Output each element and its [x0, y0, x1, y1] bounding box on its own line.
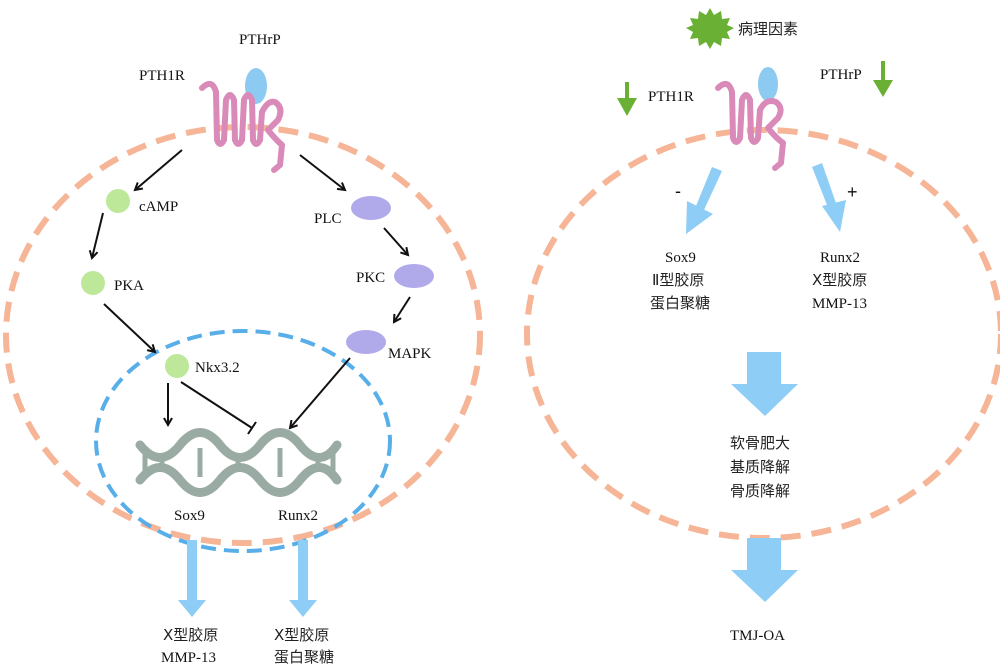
sox9-branch-sign: - [675, 181, 681, 201]
runx2-gene-label: Runx2 [278, 508, 318, 524]
camp-node [106, 189, 130, 213]
output-arrow-sox9 [178, 540, 206, 617]
pthrp-down-arrow-icon [873, 61, 893, 97]
outcome-arrow [731, 538, 798, 602]
branch-arrow-runx2 [812, 163, 846, 232]
pth1r-receptor-left [199, 80, 285, 173]
right-panel: 病理因素 PTH1R PTHrP - + Sox9 Ⅱ型胶原 蛋白聚糖 Runx… [524, 8, 1000, 644]
sox9-output-line-1: X型胶原 [163, 626, 218, 644]
branch-arrow-sox9 [686, 167, 722, 234]
pathogenic-factor-icon [686, 8, 734, 49]
plc-node [351, 196, 391, 220]
outcome-label: TMJ-OA [730, 628, 785, 644]
arrow-pkc-to-mapk [394, 296, 411, 322]
arrow-plc-to-pkc [383, 227, 408, 255]
runx2-branch-line-1: Runx2 [820, 250, 860, 266]
pkc-label: PKC [356, 270, 385, 286]
plc-label: PLC [314, 211, 342, 227]
inhibit-nkx32-to-runx2 [180, 381, 253, 429]
pathogenic-factor-label: 病理因素 [738, 20, 798, 38]
runx2-branch-sign: + [847, 182, 858, 202]
pthrp-label-left: PTHrP [239, 32, 281, 48]
camp-label: cAMP [139, 199, 178, 215]
pka-node [81, 271, 105, 295]
pth1r-label-right: PTH1R [648, 89, 694, 105]
effect-arrow [731, 352, 798, 416]
sox9-gene-label: Sox9 [174, 508, 205, 524]
sox9-branch-line-3: 蛋白聚糖 [650, 294, 710, 312]
effect-line-3: 骨质降解 [730, 482, 790, 500]
arrow-mapk-to-runx2 [290, 357, 351, 428]
nucleus-membrane [94, 329, 392, 553]
inhibit-bar [247, 421, 257, 435]
cell-membrane-left [3, 124, 483, 546]
sox9-branch-line-1: Sox9 [665, 250, 696, 266]
pka-label: PKA [114, 278, 144, 294]
mapk-label: MAPK [388, 346, 432, 362]
arrow-pth1r-to-plc [299, 154, 345, 190]
runx2-output-line-2: 蛋白聚糖 [274, 648, 334, 666]
sox9-branch-line-2: Ⅱ型胶原 [652, 271, 704, 289]
pthrp-ligand-right [758, 67, 778, 101]
runx2-output-line-1: X型胶原 [274, 626, 329, 644]
cell-membrane-right [524, 127, 1000, 541]
sox9-output-line-2: MMP-13 [161, 650, 216, 666]
runx2-branch-line-2: X型胶原 [812, 271, 867, 289]
mapk-node [346, 330, 386, 354]
output-arrow-runx2 [289, 540, 317, 617]
nkx32-label: Nkx3.2 [195, 360, 240, 376]
arrow-camp-to-pka [92, 212, 104, 258]
pthrp-label-right: PTHrP [820, 67, 862, 83]
effect-line-1: 软骨肥大 [730, 434, 790, 452]
effect-line-2: 基质降解 [730, 458, 790, 476]
left-panel: PTHrP PTH1R cAMP PKA Nkx3.2 PLC PKC MAPK [3, 32, 483, 666]
pth1r-label-left: PTH1R [139, 68, 185, 84]
pkc-node [394, 264, 434, 288]
pth1r-receptor-right [715, 80, 786, 171]
arrow-pka-to-nkx32 [103, 303, 155, 352]
runx2-branch-line-3: MMP-13 [812, 296, 867, 312]
dna-icon [135, 428, 342, 497]
nkx32-node [165, 354, 189, 378]
pth1r-down-arrow-icon [617, 82, 637, 116]
arrow-pth1r-to-camp [135, 149, 183, 190]
